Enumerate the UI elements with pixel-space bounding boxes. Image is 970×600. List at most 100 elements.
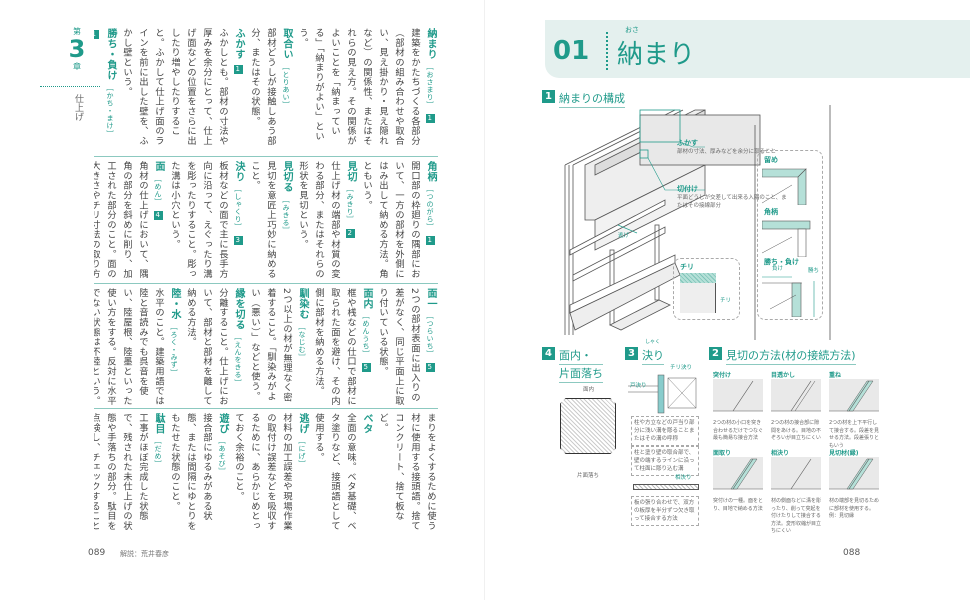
corner-joints-panel: 留め 角柄 勝ち・負け 負け 勝ち	[757, 150, 823, 320]
term-definition: 水平のこと。建築用語では陸と音読みでも呉音を使い、陸屋根、陸墨といった使い方をす…	[94, 288, 164, 406]
tsunogara-label: 角柄	[764, 208, 778, 216]
method-label: 面取り	[713, 450, 732, 457]
method-caption: 2つの材の小口を突き合わせるだけでつなぐ最も簡易な接合方法	[713, 420, 764, 441]
kachi-label: 勝ち	[808, 268, 820, 274]
chiri-dimension: チリ	[720, 298, 732, 304]
tier-divider	[94, 283, 438, 284]
method-caption: 材の側面などに溝を彫ったり、削って突起を付けたりして接合する方法。変形収縮が目立…	[771, 498, 822, 534]
method-caption: 2つの材を上下平行して接合する。段差を見せる方法。段差張りともいう	[829, 420, 880, 449]
method-label: 相決り	[771, 450, 790, 457]
figure-ref-badge: 1	[233, 65, 243, 75]
term-definition: 仕上げ材の端部や材質の変わる部分、またはそれらの形状を見切という。	[297, 161, 340, 279]
mikiri-method-item: 面取り突付けの一種。面をとり、目地で納める方法	[713, 448, 763, 513]
right-page: 01 おさ 納まり 1 納まりの構成 ふかす 部材の寸法、厚みな	[485, 0, 970, 600]
glossary-term: 面一［つらいち］ 5	[422, 288, 438, 410]
term-definition: 開口部の枠廻りの隅部において、一方の部材を外側にはみ出して納める方法。角ともいう…	[361, 161, 420, 279]
shakuri-caption-3: 板の張り合わせで、双方の板厚を半分ずつ欠き取って接合する方法	[631, 496, 699, 526]
term-headword: 見切	[345, 161, 356, 183]
term-definition: 角材の仕上げにおいて、隅角の部分を斜めに削り、加工された部分のこと。面の大きさや…	[94, 161, 148, 279]
method-caption: 2つの材の接合部に隙間をあける。目地の不ぞろいが目立ちにくい	[771, 420, 822, 441]
glossary-term: ベタ	[358, 413, 374, 535]
chamfered-section	[560, 398, 616, 454]
header-dotted-divider	[606, 32, 608, 70]
term-definition: 見切を意匠上巧妙に納めること。	[249, 161, 276, 279]
figure-title: 見切の方法(材の接続方法)	[726, 347, 856, 365]
method-label: 目透かし	[771, 372, 796, 379]
method-diagram	[713, 379, 763, 412]
section-title: 納まり	[617, 40, 696, 70]
fukasu-label: ふかす	[677, 139, 698, 147]
kiritsuke-label: 切付け	[677, 185, 698, 193]
term-definition: ふかしとも。部材の寸法や厚みを余分にとって、仕上げ面などの位置をさらに出したり増…	[121, 28, 228, 146]
term-headword: ベタ	[361, 413, 372, 435]
mikiri-method-item: 重ね 2つの材を上下平行して接合する。段差を見せる方法。段差張りともいう	[829, 370, 879, 450]
figure-ref-badge: 1	[425, 113, 435, 123]
glossary-term: 見切る［みきる］	[278, 161, 294, 283]
glossary-term: 縁を切る ［えんをきる］	[230, 288, 246, 410]
figure-ref-badge: 5	[425, 363, 435, 373]
term-headword: 縁を切る	[233, 288, 244, 331]
title-ruby: しゃく	[645, 339, 661, 345]
chiri-label: チリ	[680, 263, 694, 271]
term-headword: 決り	[233, 161, 244, 183]
make-label: 負け	[772, 266, 784, 272]
method-label: 重ね	[829, 372, 842, 379]
term-reading: ［みきり］	[346, 185, 354, 224]
glossary-term: 駄目［だめ］	[150, 413, 166, 535]
term-reading: ［なじむ］	[298, 322, 306, 361]
term-headword: 勝ち・負け	[105, 28, 116, 81]
figure-number: 1	[542, 90, 555, 103]
term-definition: 材料の加工誤差や現場作業の取付け誤差などを吸収するために、あらかじめとっておく余…	[233, 413, 292, 531]
term-headword: 駄目	[153, 413, 164, 435]
glossary-term: ふかす 1	[230, 28, 246, 150]
term-headword: ふかす	[233, 28, 244, 60]
glossary-term: 面内［めんうち］ 5	[358, 288, 374, 410]
chapter-divider	[40, 86, 100, 87]
chapter-sho: 章	[73, 62, 81, 71]
author-credit: 解説：荒井春彦	[120, 550, 169, 558]
figure-ref-badge: 2	[345, 228, 355, 238]
mikiri-method-item: 目透かし 2つの材の接合部に隙間をあける。目地の不ぞろいが目立ちにくい	[771, 370, 821, 443]
mikiri-method-item: 見切材(縁)材の端部を見切るために部材を使用する。例：見切縁	[829, 448, 879, 521]
aijakuri-label: 相決り	[675, 475, 692, 481]
term-headword: 馴染む	[297, 288, 308, 320]
katamen-ochi-label: 片面落ち	[577, 473, 600, 479]
chiri-wall	[680, 283, 716, 313]
assembly-illustration	[564, 105, 831, 340]
aijakuri-diagram	[633, 484, 699, 490]
kachimake-label: 勝ち・負け	[764, 258, 799, 266]
term-reading: ［ろく・みず］	[170, 322, 178, 377]
chiri-jakuri-label: チリ決り	[670, 365, 693, 371]
term-headword: 角柄	[425, 161, 436, 183]
figure-title-line1: 面内・	[559, 347, 603, 365]
glossary-term: 取合い［とりあい］	[278, 28, 294, 150]
tier-divider	[94, 156, 438, 157]
page-number: 088	[843, 548, 861, 558]
glossary-term: 馴染む ［なじむ］	[294, 288, 310, 410]
term-headword: 見切る	[281, 161, 292, 193]
term-headword: 面	[153, 161, 164, 172]
figure-number: 3	[625, 347, 638, 360]
method-diagram	[829, 457, 879, 490]
tome-label: 留め	[764, 156, 778, 164]
term-reading: ［かち・まけ］	[106, 84, 114, 138]
title-ruby: おさ	[625, 26, 639, 34]
term-reading: ［にげ］	[298, 437, 306, 468]
figure-ref-badge: 3	[233, 236, 243, 246]
term-reading: ［とりあい］	[282, 62, 290, 109]
term-definition: まりをよくするために使う材に使用する接頭語。捨てコンクリート、捨て板など。	[377, 413, 436, 531]
figure-title: 決り	[642, 347, 664, 365]
glossary-term: 陸・水 ［ろく・みず］	[166, 288, 182, 410]
term-reading: ［えんをきる］	[234, 333, 242, 387]
kiritsuke-caption: 平面どうしが交差して出来る入隅のこと、またはその接線部分	[677, 195, 787, 209]
shakuri-diagram	[628, 374, 697, 414]
figure-number: 4	[542, 347, 555, 360]
shakuri-caption-2: 柱と塗り壁の取合部で、壁の端するラインに沿って柱面に彫り込む溝	[631, 446, 699, 476]
term-headword: 陸・水	[169, 288, 180, 320]
tojakuri-label: 戸決り	[630, 383, 647, 389]
figure-ref-badge: 1	[425, 236, 435, 246]
glossary-term: 遊び［あそび］	[214, 413, 230, 535]
chapter-name: 仕上げ	[73, 94, 83, 121]
